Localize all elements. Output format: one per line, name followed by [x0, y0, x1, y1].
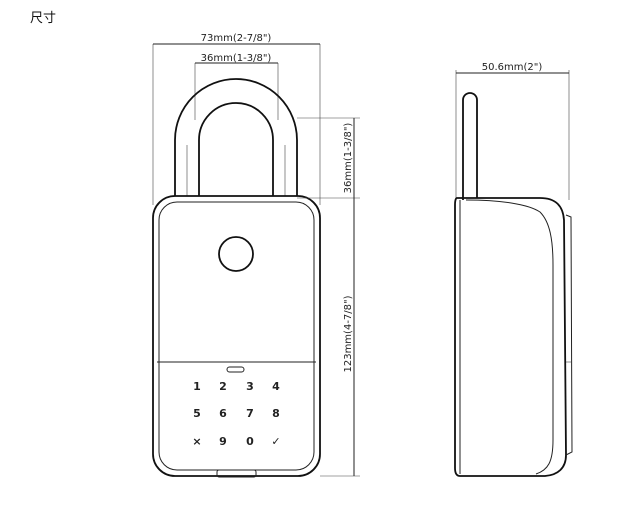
- depth-label: 50.6mm(2"): [482, 62, 543, 73]
- fingerprint-sensor: [218, 236, 254, 272]
- keypad-key: 6: [219, 407, 227, 420]
- width-dimension-label: 73mm(2-7/8"): [201, 33, 272, 44]
- shackle-width-label: 36mm(1-3/8"): [201, 53, 272, 64]
- keypad-key: 7: [246, 407, 254, 420]
- shackle-side: [462, 92, 478, 200]
- keypad-key: 1: [193, 380, 201, 393]
- shackle-height-dimension: 36mm(1-3/8"): [297, 117, 360, 199]
- front-view: 73mm(2-7/8") 36mm(1-3/8"): [152, 33, 360, 478]
- keypad-key: 8: [272, 407, 280, 420]
- keypad-key: 0: [246, 435, 254, 448]
- shackle-width-dimension: 36mm(1-3/8"): [194, 53, 279, 120]
- keypad-key: 4: [272, 380, 280, 393]
- shackle: [174, 78, 298, 196]
- indicator-light: [226, 366, 245, 373]
- height-dimension: 123mm(4-7/8"): [320, 198, 360, 477]
- keypad-key: 2: [219, 380, 227, 393]
- lockbox-side-body: [454, 197, 573, 477]
- height-label: 123mm(4-7/8"): [343, 295, 354, 372]
- width-dimension: 73mm(2-7/8"): [152, 33, 321, 205]
- lockbox-body: [152, 195, 321, 478]
- keypad-key: ×: [192, 435, 201, 448]
- side-view: 50.6mm(2"): [454, 62, 573, 477]
- keypad-key: 3: [246, 380, 254, 393]
- keypad-key: 5: [193, 407, 201, 420]
- keypad: 1 2 3 4 5 6 7 8 × 9 0 ✓: [192, 380, 280, 448]
- shackle-height-label: 36mm(1-3/8"): [343, 123, 354, 194]
- keypad-key: ✓: [271, 435, 280, 448]
- page-title: 尺寸: [30, 11, 56, 26]
- keypad-key: 9: [219, 435, 227, 448]
- depth-dimension: 50.6mm(2"): [455, 62, 570, 200]
